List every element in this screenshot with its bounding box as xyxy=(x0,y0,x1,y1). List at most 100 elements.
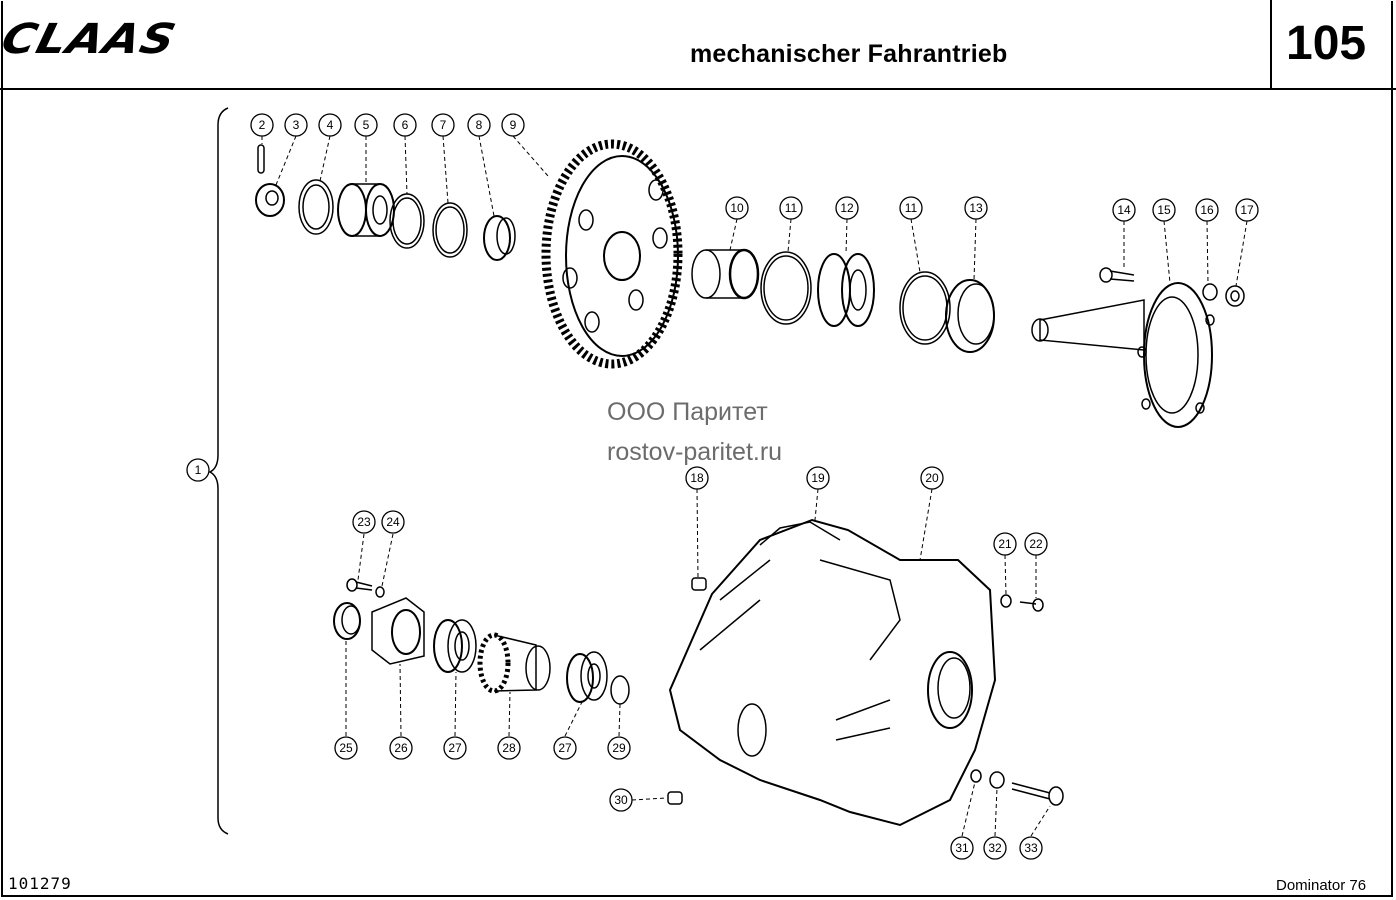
callout-19: 19 xyxy=(806,466,830,490)
svg-text:1: 1 xyxy=(195,463,202,477)
callout-14: 14 xyxy=(1112,198,1136,222)
circlip-part xyxy=(760,251,812,325)
snap-ring-part xyxy=(389,193,425,249)
callout-31: 31 xyxy=(950,836,974,860)
svg-text:2: 2 xyxy=(259,118,266,132)
circlip-part xyxy=(899,271,951,345)
bolt-part xyxy=(1011,782,1064,806)
svg-text:9: 9 xyxy=(510,118,517,132)
callout-25: 25 xyxy=(334,736,358,760)
callout-8: 8 xyxy=(467,113,491,137)
watermark-company: ООО Паритет xyxy=(607,398,768,426)
callout-30: 30 xyxy=(609,788,633,812)
callout-17: 17 xyxy=(1235,198,1259,222)
washer-part xyxy=(1202,283,1218,301)
pin-part xyxy=(257,144,265,174)
callout-26: 26 xyxy=(389,736,413,760)
svg-text:28: 28 xyxy=(502,741,516,755)
svg-text:29: 29 xyxy=(612,741,626,755)
page-title: mechanischer Fahrantrieb xyxy=(690,40,1008,68)
page-number-divider xyxy=(1270,0,1272,88)
svg-text:16: 16 xyxy=(1200,203,1214,217)
svg-text:4: 4 xyxy=(327,118,334,132)
svg-text:5: 5 xyxy=(363,118,370,132)
bolt-part xyxy=(1019,598,1044,612)
svg-text:32: 32 xyxy=(988,841,1002,855)
svg-text:6: 6 xyxy=(402,118,409,132)
o-ring-part xyxy=(610,675,630,705)
svg-text:10: 10 xyxy=(730,201,744,215)
bearing-part xyxy=(817,253,875,327)
bearing-part xyxy=(433,619,477,673)
svg-text:18: 18 xyxy=(690,471,704,485)
svg-text:25: 25 xyxy=(339,741,353,755)
svg-text:30: 30 xyxy=(614,793,628,807)
svg-text:27: 27 xyxy=(558,741,572,755)
seal-part xyxy=(945,279,995,353)
callout-12: 12 xyxy=(835,196,859,220)
ring-part xyxy=(298,179,334,235)
svg-text:19: 19 xyxy=(811,471,825,485)
svg-text:17: 17 xyxy=(1240,203,1254,217)
svg-text:31: 31 xyxy=(955,841,969,855)
svg-text:8: 8 xyxy=(476,118,483,132)
bushing-part xyxy=(483,215,516,261)
svg-text:21: 21 xyxy=(998,537,1012,551)
machine-model: Dominator 76 xyxy=(1276,877,1367,894)
header-divider xyxy=(0,88,1396,90)
callout-18: 18 xyxy=(685,466,709,490)
callout-1: 1 xyxy=(186,458,210,482)
callout-33: 33 xyxy=(1019,836,1043,860)
svg-text:27: 27 xyxy=(448,741,462,755)
svg-text:15: 15 xyxy=(1157,203,1171,217)
svg-text:11: 11 xyxy=(905,201,918,215)
svg-text:13: 13 xyxy=(969,201,983,215)
callout-27: 27 xyxy=(553,736,577,760)
bearing-cover-part xyxy=(371,597,425,665)
nut-part xyxy=(1225,285,1245,307)
nut-part xyxy=(255,183,285,217)
callout-22: 22 xyxy=(1024,532,1048,556)
watermark-website: rostov-paritet.ru xyxy=(607,438,783,466)
callout-11: 11 xyxy=(779,196,803,220)
callout-6: 6 xyxy=(393,113,417,137)
callout-5: 5 xyxy=(354,113,378,137)
callout-24: 24 xyxy=(381,510,405,534)
callout-20: 20 xyxy=(920,466,944,490)
bearing-part xyxy=(337,183,395,237)
svg-text:26: 26 xyxy=(394,741,408,755)
callout-21: 21 xyxy=(993,532,1017,556)
callout-27: 27 xyxy=(443,736,467,760)
callout-4: 4 xyxy=(318,113,342,137)
leader-lines xyxy=(261,135,1248,837)
large-gear-part xyxy=(541,139,683,369)
document-id: 101279 xyxy=(8,874,72,893)
plug-part xyxy=(691,577,707,591)
svg-text:7: 7 xyxy=(440,118,447,132)
bearing-part xyxy=(566,651,608,703)
gearbox-housing-part xyxy=(668,518,997,827)
svg-text:24: 24 xyxy=(386,515,400,529)
bolt-part xyxy=(1099,267,1135,283)
svg-text:22: 22 xyxy=(1029,537,1043,551)
svg-text:20: 20 xyxy=(925,471,939,485)
washer-part xyxy=(375,586,385,598)
callout-2: 2 xyxy=(250,113,274,137)
callout-10: 10 xyxy=(725,196,749,220)
sleeve-part xyxy=(691,248,760,300)
page-number: 105 xyxy=(1286,17,1367,70)
snap-ring-part xyxy=(432,202,468,258)
pinion-gear-part xyxy=(477,632,551,694)
callout-29: 29 xyxy=(607,736,631,760)
svg-text:3: 3 xyxy=(293,118,300,132)
bolt-part xyxy=(346,578,373,592)
svg-text:23: 23 xyxy=(357,515,371,529)
callout-7: 7 xyxy=(431,113,455,137)
callout-32: 32 xyxy=(983,836,1007,860)
callout-11: 11 xyxy=(899,196,923,220)
callout-13: 13 xyxy=(964,196,988,220)
svg-text:12: 12 xyxy=(840,201,854,215)
